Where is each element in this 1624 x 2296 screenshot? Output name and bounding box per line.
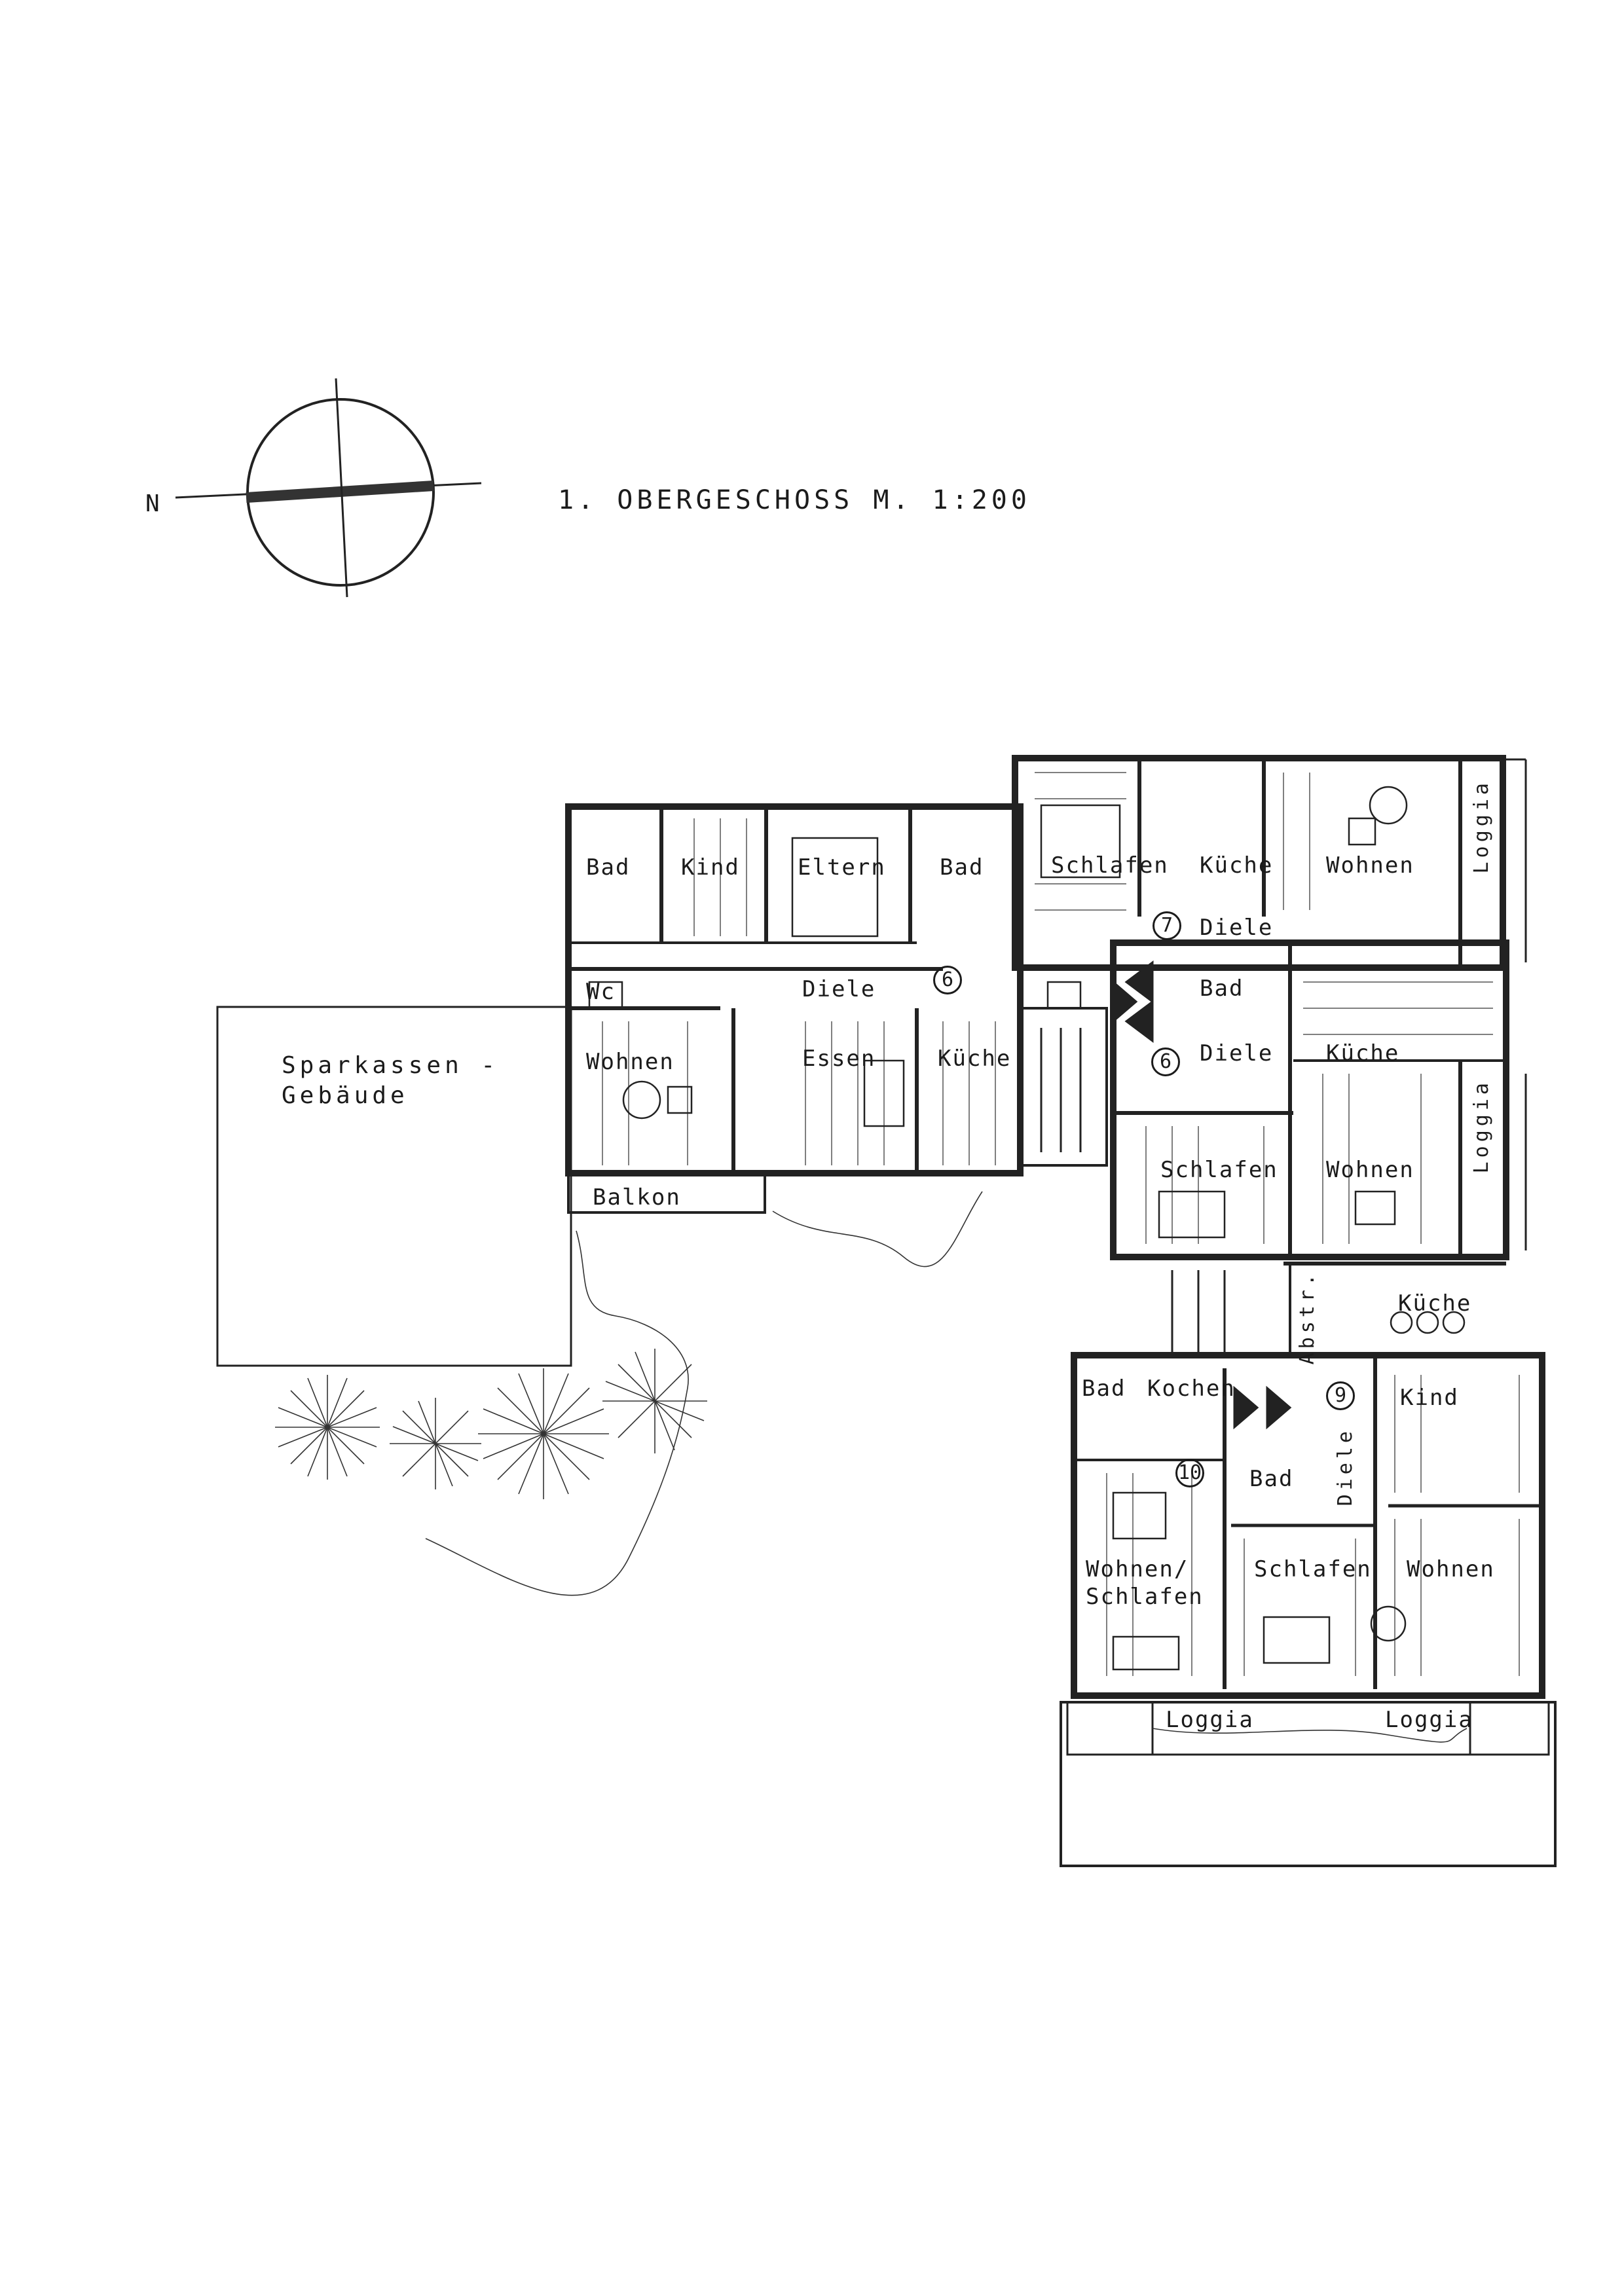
room-diele-9: Diele <box>1334 1427 1357 1506</box>
room-wohnen-schlafen-10-line2: Schlafen <box>1086 1584 1204 1610</box>
floor-hatching <box>602 772 1520 1676</box>
neighbour-name-line2: Gebäude <box>282 1082 409 1109</box>
room-kochen-10: Kochen <box>1147 1376 1236 1402</box>
room-wc: Wc <box>586 979 616 1005</box>
room-wohnen-7: Wohnen <box>1326 852 1414 879</box>
room-wohnen-6: Wohnen <box>586 1049 674 1075</box>
room-bad-1: Bad <box>586 854 631 881</box>
unit-number-6-west: 6 <box>933 966 962 994</box>
staircase <box>1020 960 1154 1167</box>
unit-number-10: 10 <box>1175 1459 1204 1487</box>
room-wohnen-9: Wohnen <box>1407 1556 1495 1582</box>
room-eltern: Eltern <box>798 854 886 881</box>
room-diele-8: Diele <box>1200 1040 1274 1066</box>
compass-icon <box>175 378 482 598</box>
west-wing-walls <box>565 803 1024 1214</box>
room-essen: Essen <box>802 1046 876 1072</box>
furniture-symbols <box>588 786 1466 1671</box>
room-abstr: Abstr. <box>1296 1270 1319 1365</box>
room-kind-9: Kind <box>1400 1385 1459 1411</box>
room-schlafen-7: Schlafen <box>1051 852 1169 879</box>
neighbour-building <box>216 1006 572 1367</box>
room-bad-9: Bad <box>1249 1466 1294 1492</box>
room-bad-8: Bad <box>1200 975 1244 1002</box>
room-diele-7: Diele <box>1200 915 1274 941</box>
unit-number-7: 7 <box>1153 911 1181 940</box>
room-kueche-7: Küche <box>1200 852 1274 879</box>
room-kueche-6: Küche <box>938 1046 1012 1072</box>
room-balkon: Balkon <box>593 1184 681 1211</box>
north-label: N <box>145 490 160 517</box>
unit-number-6-east: 6 <box>1151 1048 1180 1076</box>
room-kueche-8: Küche <box>1326 1040 1400 1066</box>
north-wing-walls <box>1012 755 1527 971</box>
room-loggia-10: Loggia <box>1166 1707 1254 1733</box>
east-wing-walls <box>1110 939 1527 1260</box>
room-schlafen-9: Schlafen <box>1254 1556 1372 1582</box>
unit-number-9: 9 <box>1326 1381 1355 1410</box>
room-loggia-9: Loggia <box>1385 1707 1473 1733</box>
room-loggia-7: Loggia <box>1470 779 1493 874</box>
room-kueche-9: Küche <box>1398 1290 1472 1317</box>
room-schlafen-8: Schlafen <box>1160 1157 1278 1183</box>
neighbour-name-line1: Sparkassen - <box>282 1052 500 1079</box>
drawing-title: 1. OBERGESCHOSS M. 1:200 <box>558 485 1031 515</box>
room-wohnen-schlafen-10-line1: Wohnen/ <box>1086 1556 1189 1582</box>
tree-symbols <box>275 1191 1467 1743</box>
room-diele-6: Diele <box>802 976 876 1002</box>
room-bad-2: Bad <box>940 854 984 881</box>
room-kind-1: Kind <box>681 854 740 881</box>
south-block-walls <box>1060 1262 1557 1867</box>
room-loggia-8: Loggia <box>1470 1079 1493 1174</box>
room-bad-10: Bad <box>1082 1376 1126 1402</box>
room-wohnen-8: Wohnen <box>1326 1157 1414 1183</box>
